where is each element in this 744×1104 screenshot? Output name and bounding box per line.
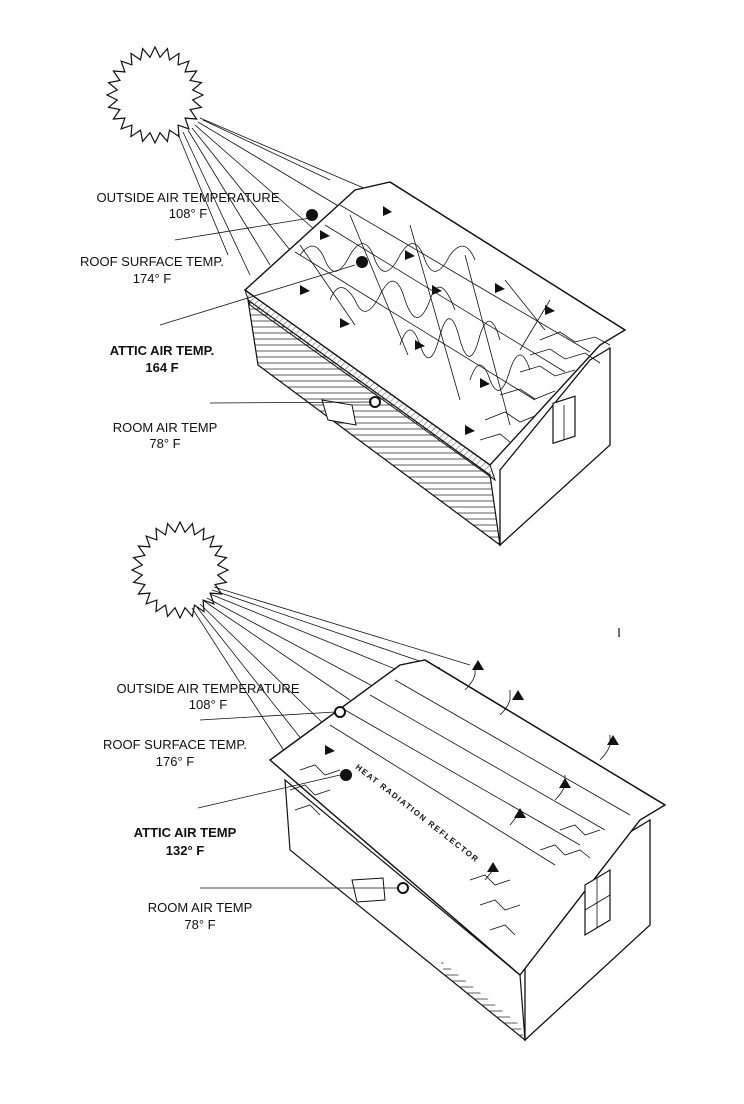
outside-air-label: OUTSIDE AIR TEMPERATURE xyxy=(97,190,280,205)
roof-surface-value: 176° F xyxy=(156,754,195,769)
room-air-value: 78° F xyxy=(184,917,215,932)
attic-air-value: 132° F xyxy=(166,843,205,858)
sun-outline xyxy=(130,520,230,620)
leader-lines xyxy=(197,711,398,889)
room-air-label: ROOM AIR TEMP xyxy=(148,900,253,915)
window-icon xyxy=(584,868,611,937)
page-mark: I xyxy=(617,625,621,640)
house-bottom: HEAT RADIATION REFLECTOR xyxy=(268,659,667,1042)
house-top xyxy=(243,181,627,547)
attic-air-value: 164 F xyxy=(145,360,178,375)
window-icon xyxy=(552,395,576,445)
attic-air-label: ATTIC AIR TEMP. xyxy=(110,343,214,358)
roof-surface-label: ROOF SURFACE TEMP. xyxy=(80,254,224,269)
sun-icon xyxy=(105,45,205,145)
outside-air-value: 108° F xyxy=(169,206,208,221)
sun-rays xyxy=(177,117,381,276)
sun-rays xyxy=(191,586,471,761)
attic-air-label: ATTIC AIR TEMP xyxy=(134,825,237,840)
bottom-diagram: HEAT RADIATION REFLECTOR OUTSIDE AIR TEM… xyxy=(103,520,667,1042)
outside-air-value: 108° F xyxy=(189,697,228,712)
roof-surface-label: ROOF SURFACE TEMP. xyxy=(103,737,247,752)
room-air-label: ROOM AIR TEMP xyxy=(113,420,218,435)
heat-arrows xyxy=(300,206,555,435)
leader-lines xyxy=(159,217,373,404)
roof-surface-value: 174° F xyxy=(133,271,172,286)
sun-icon xyxy=(130,520,230,620)
reflected-arrows xyxy=(325,660,619,881)
sun-outline xyxy=(105,45,205,145)
top-diagram: OUTSIDE AIR TEMPERATURE 108° F ROOF SURF… xyxy=(80,45,627,547)
room-air-value: 78° F xyxy=(149,436,180,451)
outside-air-label: OUTSIDE AIR TEMPERATURE xyxy=(117,681,300,696)
